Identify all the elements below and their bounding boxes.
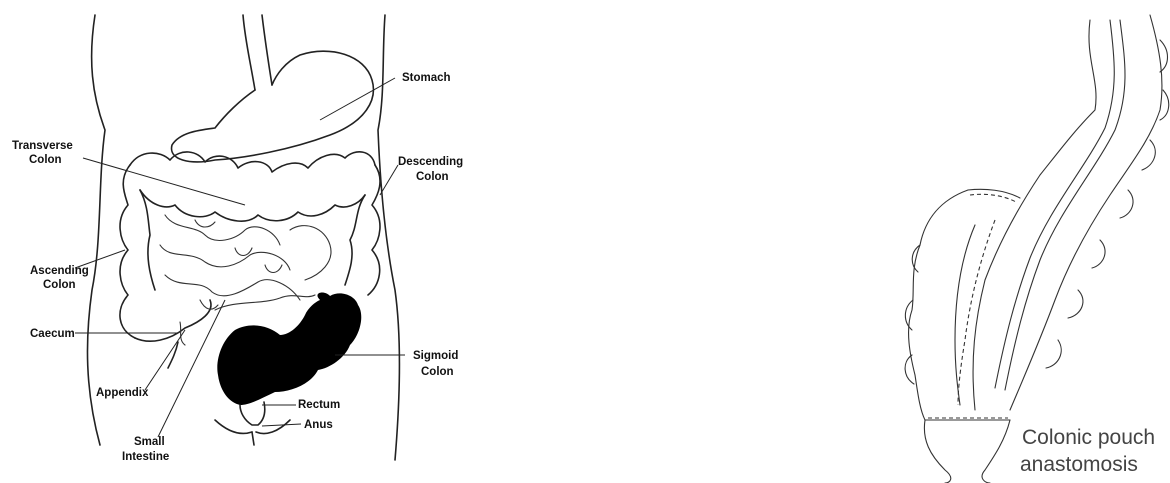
torso-left-outline [87,15,105,445]
label-sigmoid-colon-line1: Sigmoid [413,350,458,362]
anus-shape [215,420,252,434]
appendix-shape [168,342,178,368]
rectal-stump [924,420,950,483]
label-transverse-colon-line2: Colon [29,154,62,166]
small-intestine-loops [160,215,331,310]
label-caecum: Caecum [30,328,75,340]
label-ascending-colon-line1: Ascending [30,265,89,277]
colonic-pouch-diagram [905,15,1169,483]
sigmoid-colon-shape [217,293,361,405]
esophagus [243,15,255,90]
label-appendix: Appendix [96,387,149,399]
caption-colonic-pouch: Colonic pouch [1022,426,1155,449]
label-small-intestine-line1: Small [134,436,165,448]
descending-colon [368,165,380,295]
rectum-shape [240,402,265,425]
label-stomach: Stomach [402,72,451,84]
label-ascending-colon-line2: Colon [43,279,76,291]
label-descending-colon-line1: Descending [398,156,463,168]
label-small-intestine-line2: Intestine [122,451,169,463]
label-descending-colon-line2: Colon [416,171,449,183]
label-rectum: Rectum [298,399,340,411]
caecum-shape [135,300,211,341]
label-sigmoid-colon-line2: Colon [421,366,454,378]
caption-anastomosis: anastomosis [1020,453,1138,476]
label-anus: Anus [304,419,333,431]
label-transverse-colon-line1: Transverse [12,140,73,152]
